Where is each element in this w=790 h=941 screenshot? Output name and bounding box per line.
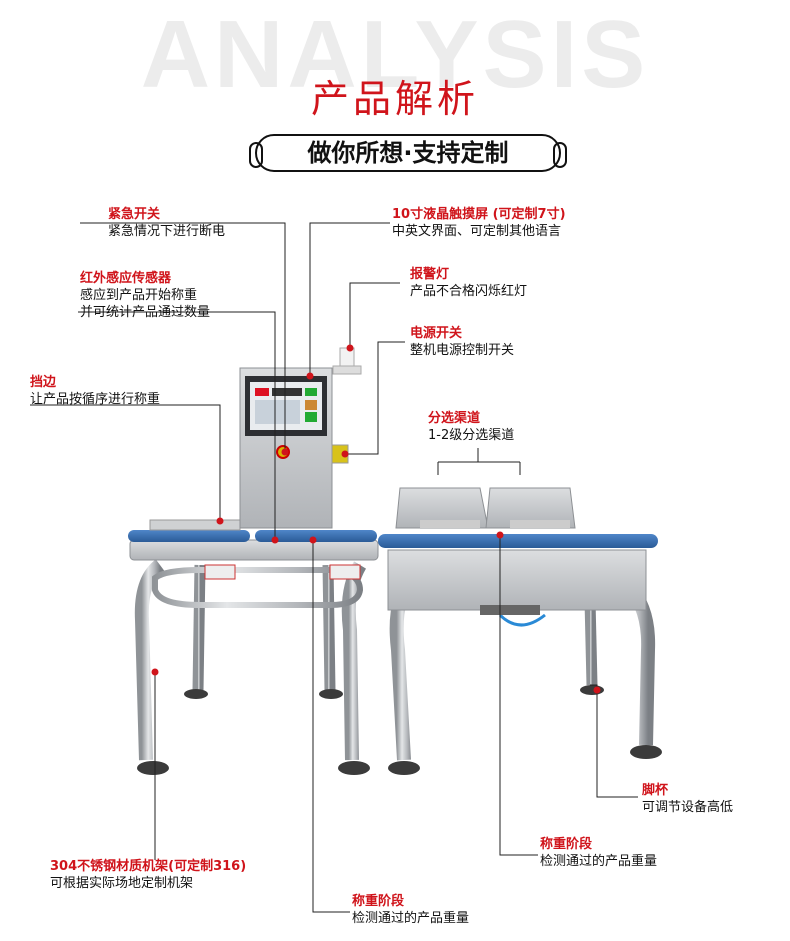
callout-weighing-stage-bottom: 称重阶段 检测通过的产品重量: [352, 893, 469, 927]
callout-weigh-right-desc: 检测通过的产品重量: [540, 854, 658, 869]
callout-weighing-stage-right: 称重阶段 检测通过的产品重量: [540, 836, 657, 870]
callout-sensor-desc1: 感应到产品开始称重: [80, 288, 198, 303]
callout-emergency-desc: 紧急情况下进行断电: [108, 224, 226, 239]
callout-guard-desc: 让产品按循序进行称重: [30, 392, 161, 407]
callout-infrared-sensor: 红外感应传感器 感应到产品开始称重 并可统计产品通过数量: [80, 270, 210, 321]
callout-feet-desc: 可调节设备高低: [642, 800, 734, 815]
callout-guard-rail: 挡边 让产品按循序进行称重: [30, 374, 160, 408]
callout-power-title: 电源开关: [410, 326, 463, 341]
pill-right-cap: [553, 142, 567, 168]
callout-leader-lines: [30, 222, 638, 913]
callout-emergency-title: 紧急开关: [108, 207, 161, 222]
callout-alarm-desc: 产品不合格闪烁红灯: [410, 284, 528, 299]
callout-alarm-light: 报警灯 产品不合格闪烁红灯: [410, 266, 527, 300]
callout-steel-frame: 304不锈钢材质机架(可定制316) 可根据实际场地定制机架: [50, 858, 246, 892]
callout-power-desc: 整机电源控制开关: [410, 343, 515, 358]
callout-sensor-desc2: 并可统计产品通过数量: [80, 305, 211, 320]
page-title: 产品解析: [310, 77, 479, 121]
callout-touchscreen: 10寸液晶触摸屏 (可定制7寸) 中英文界面、可定制其他语言: [392, 206, 566, 240]
callout-power-switch: 电源开关 整机电源控制开关: [410, 325, 514, 359]
callout-weigh-right-title: 称重阶段: [540, 837, 593, 852]
callout-weigh-bottom-desc: 检测通过的产品重量: [352, 911, 470, 926]
callout-sorting-channel: 分选渠道 1-2级分选渠道: [428, 410, 514, 444]
callout-guard-title: 挡边: [30, 375, 57, 390]
callout-sensor-title: 红外感应传感器: [80, 271, 172, 286]
callout-foot-cups: 脚杯 可调节设备高低: [642, 782, 733, 816]
callout-feet-title: 脚杯: [642, 783, 669, 798]
callout-sorter-title: 分选渠道: [428, 411, 481, 426]
callout-screen-desc: 中英文界面、可定制其他语言: [392, 224, 562, 239]
pill-left-cap: [249, 142, 263, 168]
callout-alarm-title: 报警灯: [410, 267, 450, 282]
left-frame-legs: [134, 559, 370, 775]
sorting-unit: [378, 487, 658, 627]
subtitle-text: 做你所想·支持定制: [307, 139, 509, 167]
callout-dots: [151, 344, 601, 694]
subtitle-pill: 做你所想·支持定制: [249, 134, 567, 172]
weighing-unit: [128, 347, 379, 608]
callout-emergency-switch: 紧急开关 紧急情况下进行断电: [108, 206, 225, 240]
background-watermark-word: ANALYSIS: [140, 1, 650, 108]
callout-weigh-bottom-title: 称重阶段: [352, 894, 405, 909]
callout-frame-desc: 可根据实际场地定制机架: [50, 876, 194, 891]
callout-screen-title: 10寸液晶触摸屏 (可定制7寸): [392, 207, 566, 222]
callout-frame-title: 304不锈钢材质机架(可定制316): [50, 859, 247, 874]
callout-sorter-desc: 1-2级分选渠道: [428, 428, 515, 443]
